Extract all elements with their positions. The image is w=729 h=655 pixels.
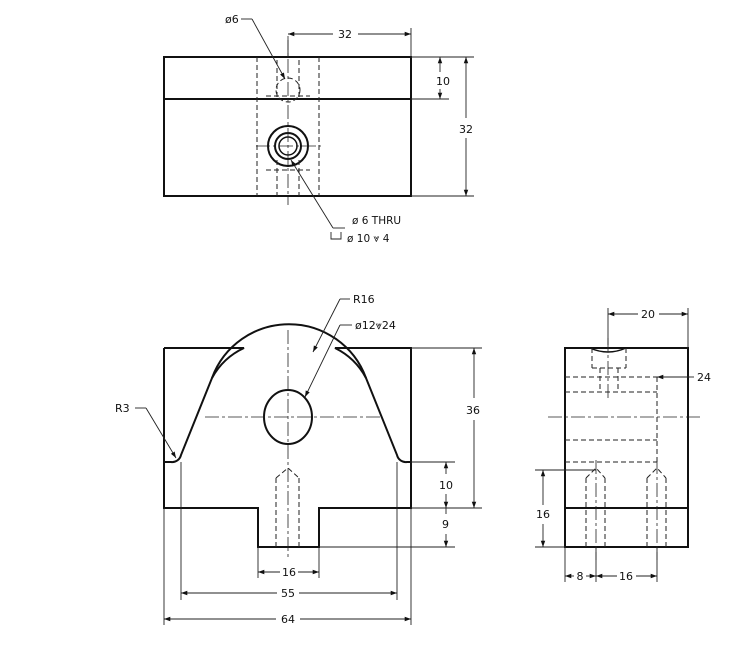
top-hole-dia-label: ø6 (225, 13, 239, 26)
front-hole-label: ø12⩔24 (355, 319, 396, 332)
side-offset-label: 8 (577, 570, 584, 583)
leader (290, 159, 334, 229)
leader (145, 407, 177, 459)
hid (646, 467, 667, 479)
leader (304, 324, 341, 398)
front-slot-width-label: 16 (282, 566, 296, 579)
front-outline (163, 347, 412, 548)
front-outline-left (164, 347, 245, 464)
top-slot-depth-label: 10 (436, 75, 450, 88)
side-outline (564, 347, 689, 548)
top-view: 32 10 32 ø6 ø 6 THRU ø 10 ⩔ 4 (163, 13, 474, 245)
side-spacing-label: 16 (619, 570, 633, 583)
side-top-width-label: 20 (641, 308, 655, 321)
front-radius-label: R16 (353, 293, 375, 306)
leader (251, 18, 286, 80)
front-step-label: 10 (439, 479, 453, 492)
front-inner-width-label: 55 (281, 587, 295, 600)
side-depth-label: 24 (697, 371, 711, 384)
callout-line-2: ø 10 ⩔ 4 (347, 233, 390, 245)
front-slot-depth-label: 9 (442, 518, 449, 531)
front-overall-width-label: 64 (281, 613, 295, 626)
hid (275, 467, 300, 479)
counterbore-symbol (330, 232, 342, 240)
top-width-label: 32 (338, 28, 352, 41)
side-height-label: 16 (536, 508, 550, 521)
side-view: 20 24 16 8 16 (535, 308, 711, 583)
top-height-label: 32 (459, 123, 473, 136)
front-height-label: 36 (466, 404, 480, 417)
leader (312, 298, 341, 353)
hid (585, 467, 606, 479)
top-view-outline (163, 56, 412, 197)
front-fillet-label: R3 (115, 402, 130, 415)
front-arc-r16 (211, 323, 367, 379)
front-view: R16 ø12⩔24 R3 36 10 9 16 (115, 293, 482, 626)
callout-line-1: ø 6 THRU (352, 215, 401, 227)
